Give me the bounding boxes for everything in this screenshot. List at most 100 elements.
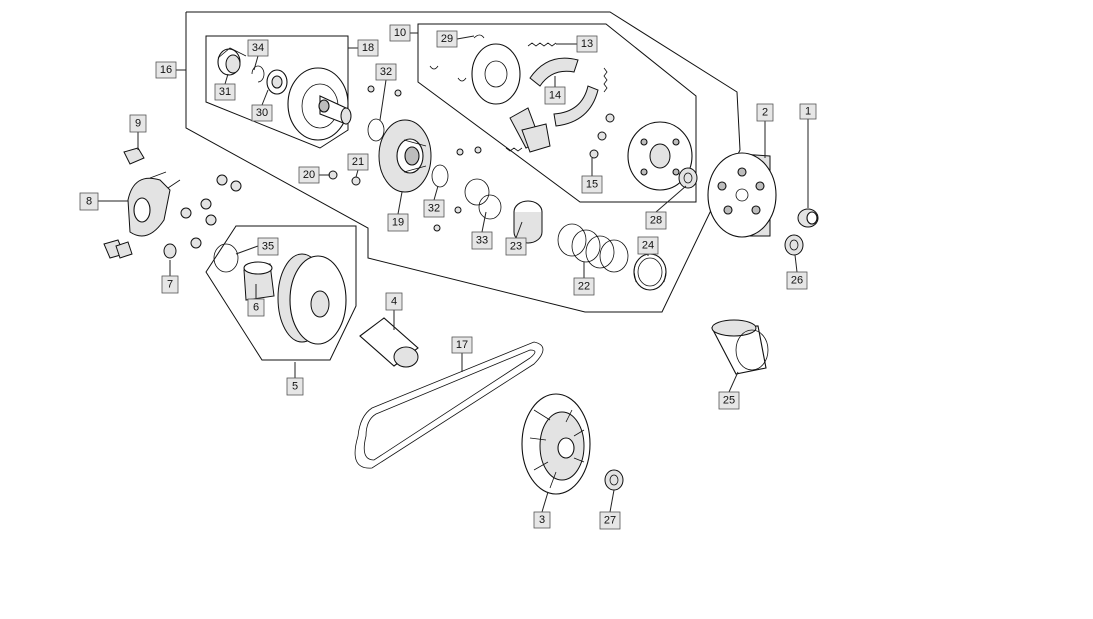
callout-2-label: 2 (762, 107, 768, 119)
callout-21: 21 (347, 153, 369, 171)
nut-26 (784, 234, 804, 256)
clutch-shoes-14 (509, 57, 599, 153)
collar-23 (513, 200, 543, 244)
nut-27 (604, 469, 624, 491)
pins-15 (589, 113, 615, 159)
parts (103, 34, 819, 495)
clip-29 (429, 34, 485, 82)
callout-33: 33 (471, 231, 493, 250)
weight-rollers (180, 174, 242, 249)
callout-7-label: 7 (167, 279, 173, 291)
callout-29: 29 (436, 30, 458, 48)
callout-20: 20 (298, 166, 320, 184)
callout-17-label: 17 (456, 339, 468, 351)
boss-6 (243, 261, 275, 301)
callout-6-label: 6 (253, 302, 259, 314)
callout-30: 30 (251, 104, 273, 122)
callout-31-label: 31 (219, 86, 231, 98)
callout-34-label: 34 (252, 42, 264, 54)
callout-28-label: 28 (650, 215, 662, 227)
callout-13: 13 (576, 35, 598, 53)
callout-2: 2 (756, 103, 774, 122)
leader-lines (98, 32, 809, 513)
callout-32-upper: 32 (375, 63, 397, 81)
callout-23-label: 23 (510, 241, 522, 253)
oil-seals-33 (433, 146, 502, 232)
callout-8: 8 (79, 192, 99, 211)
callout-26: 26 (786, 271, 808, 290)
guide-pin-20 (328, 170, 338, 180)
o-ring-32b (431, 164, 449, 188)
nut-28 (678, 167, 698, 189)
outline-16 (185, 11, 741, 313)
callout-26-label: 26 (791, 275, 803, 287)
o-ring-35 (213, 243, 239, 273)
clutch-bell-2 (707, 152, 777, 238)
holder-tool-25 (711, 319, 769, 375)
callout-28: 28 (645, 211, 667, 230)
driven-pulley-18 (287, 67, 352, 141)
ramp-plate-8 (127, 171, 181, 237)
callout-22: 22 (573, 277, 595, 296)
callout-8-label: 8 (86, 196, 92, 208)
spring-seat-24 (633, 253, 667, 291)
callout-21-label: 21 (352, 156, 364, 168)
callout-23: 23 (505, 237, 527, 256)
callout-16: 16 (155, 61, 177, 79)
callout-35: 35 (257, 237, 279, 256)
callout-6: 6 (247, 298, 265, 317)
callout-24: 24 (637, 236, 659, 255)
callout-27: 27 (599, 511, 621, 530)
callout-5: 5 (286, 377, 304, 396)
outline-10 (417, 23, 697, 203)
callout-31: 31 (214, 83, 236, 101)
callout-3: 3 (533, 511, 551, 529)
callout-30-label: 30 (256, 107, 268, 119)
callout-15-label: 15 (586, 179, 598, 191)
callout-34: 34 (247, 39, 269, 57)
bearing-30 (266, 69, 288, 95)
callout-1: 1 (799, 103, 817, 120)
torque-spring-22 (557, 223, 629, 273)
slide-pieces (103, 239, 133, 259)
callout-32-lower: 32 (423, 199, 445, 218)
callouts: 1 2 3 4 5 6 7 8 9 10 13 14 15 16 17 18 1… (79, 24, 817, 530)
callout-25-label: 25 (723, 395, 735, 407)
callout-27-label: 27 (604, 515, 616, 527)
drive-plate (627, 121, 693, 191)
callout-4-label: 4 (391, 296, 397, 308)
callout-18: 18 (357, 39, 379, 57)
callout-10: 10 (389, 24, 411, 42)
callout-22-label: 22 (578, 281, 590, 293)
slide-piece-9 (123, 147, 145, 165)
callout-35-label: 35 (262, 241, 274, 253)
callout-15: 15 (581, 175, 603, 194)
callout-10-label: 10 (394, 27, 406, 39)
callout-16-label: 16 (160, 64, 172, 76)
drive-face-5 (277, 253, 347, 345)
outline-18 (205, 35, 349, 149)
callout-18-label: 18 (362, 42, 374, 54)
callout-29-label: 29 (441, 33, 453, 45)
bushing-7 (163, 243, 177, 259)
callout-1-label: 1 (805, 106, 811, 118)
group-outlines (185, 11, 741, 361)
spacer-4 (359, 317, 419, 368)
callout-14-label: 14 (549, 90, 561, 102)
callout-13-label: 13 (581, 38, 593, 50)
movable-driven-face-19 (378, 119, 432, 193)
callout-9: 9 (129, 114, 147, 133)
callout-14: 14 (544, 86, 566, 105)
callout-19: 19 (387, 213, 409, 232)
callout-32-lower-label: 32 (428, 203, 440, 215)
callout-3-label: 3 (539, 514, 545, 526)
callout-5-label: 5 (292, 381, 298, 393)
callout-25: 25 (718, 391, 740, 410)
callout-32-upper-label: 32 (380, 66, 392, 78)
snap-ring-34 (251, 65, 265, 83)
bushing-31 (217, 47, 247, 76)
callout-9-label: 9 (135, 118, 141, 130)
shoe-spring-13 (505, 42, 608, 152)
callout-20-label: 20 (303, 169, 315, 181)
